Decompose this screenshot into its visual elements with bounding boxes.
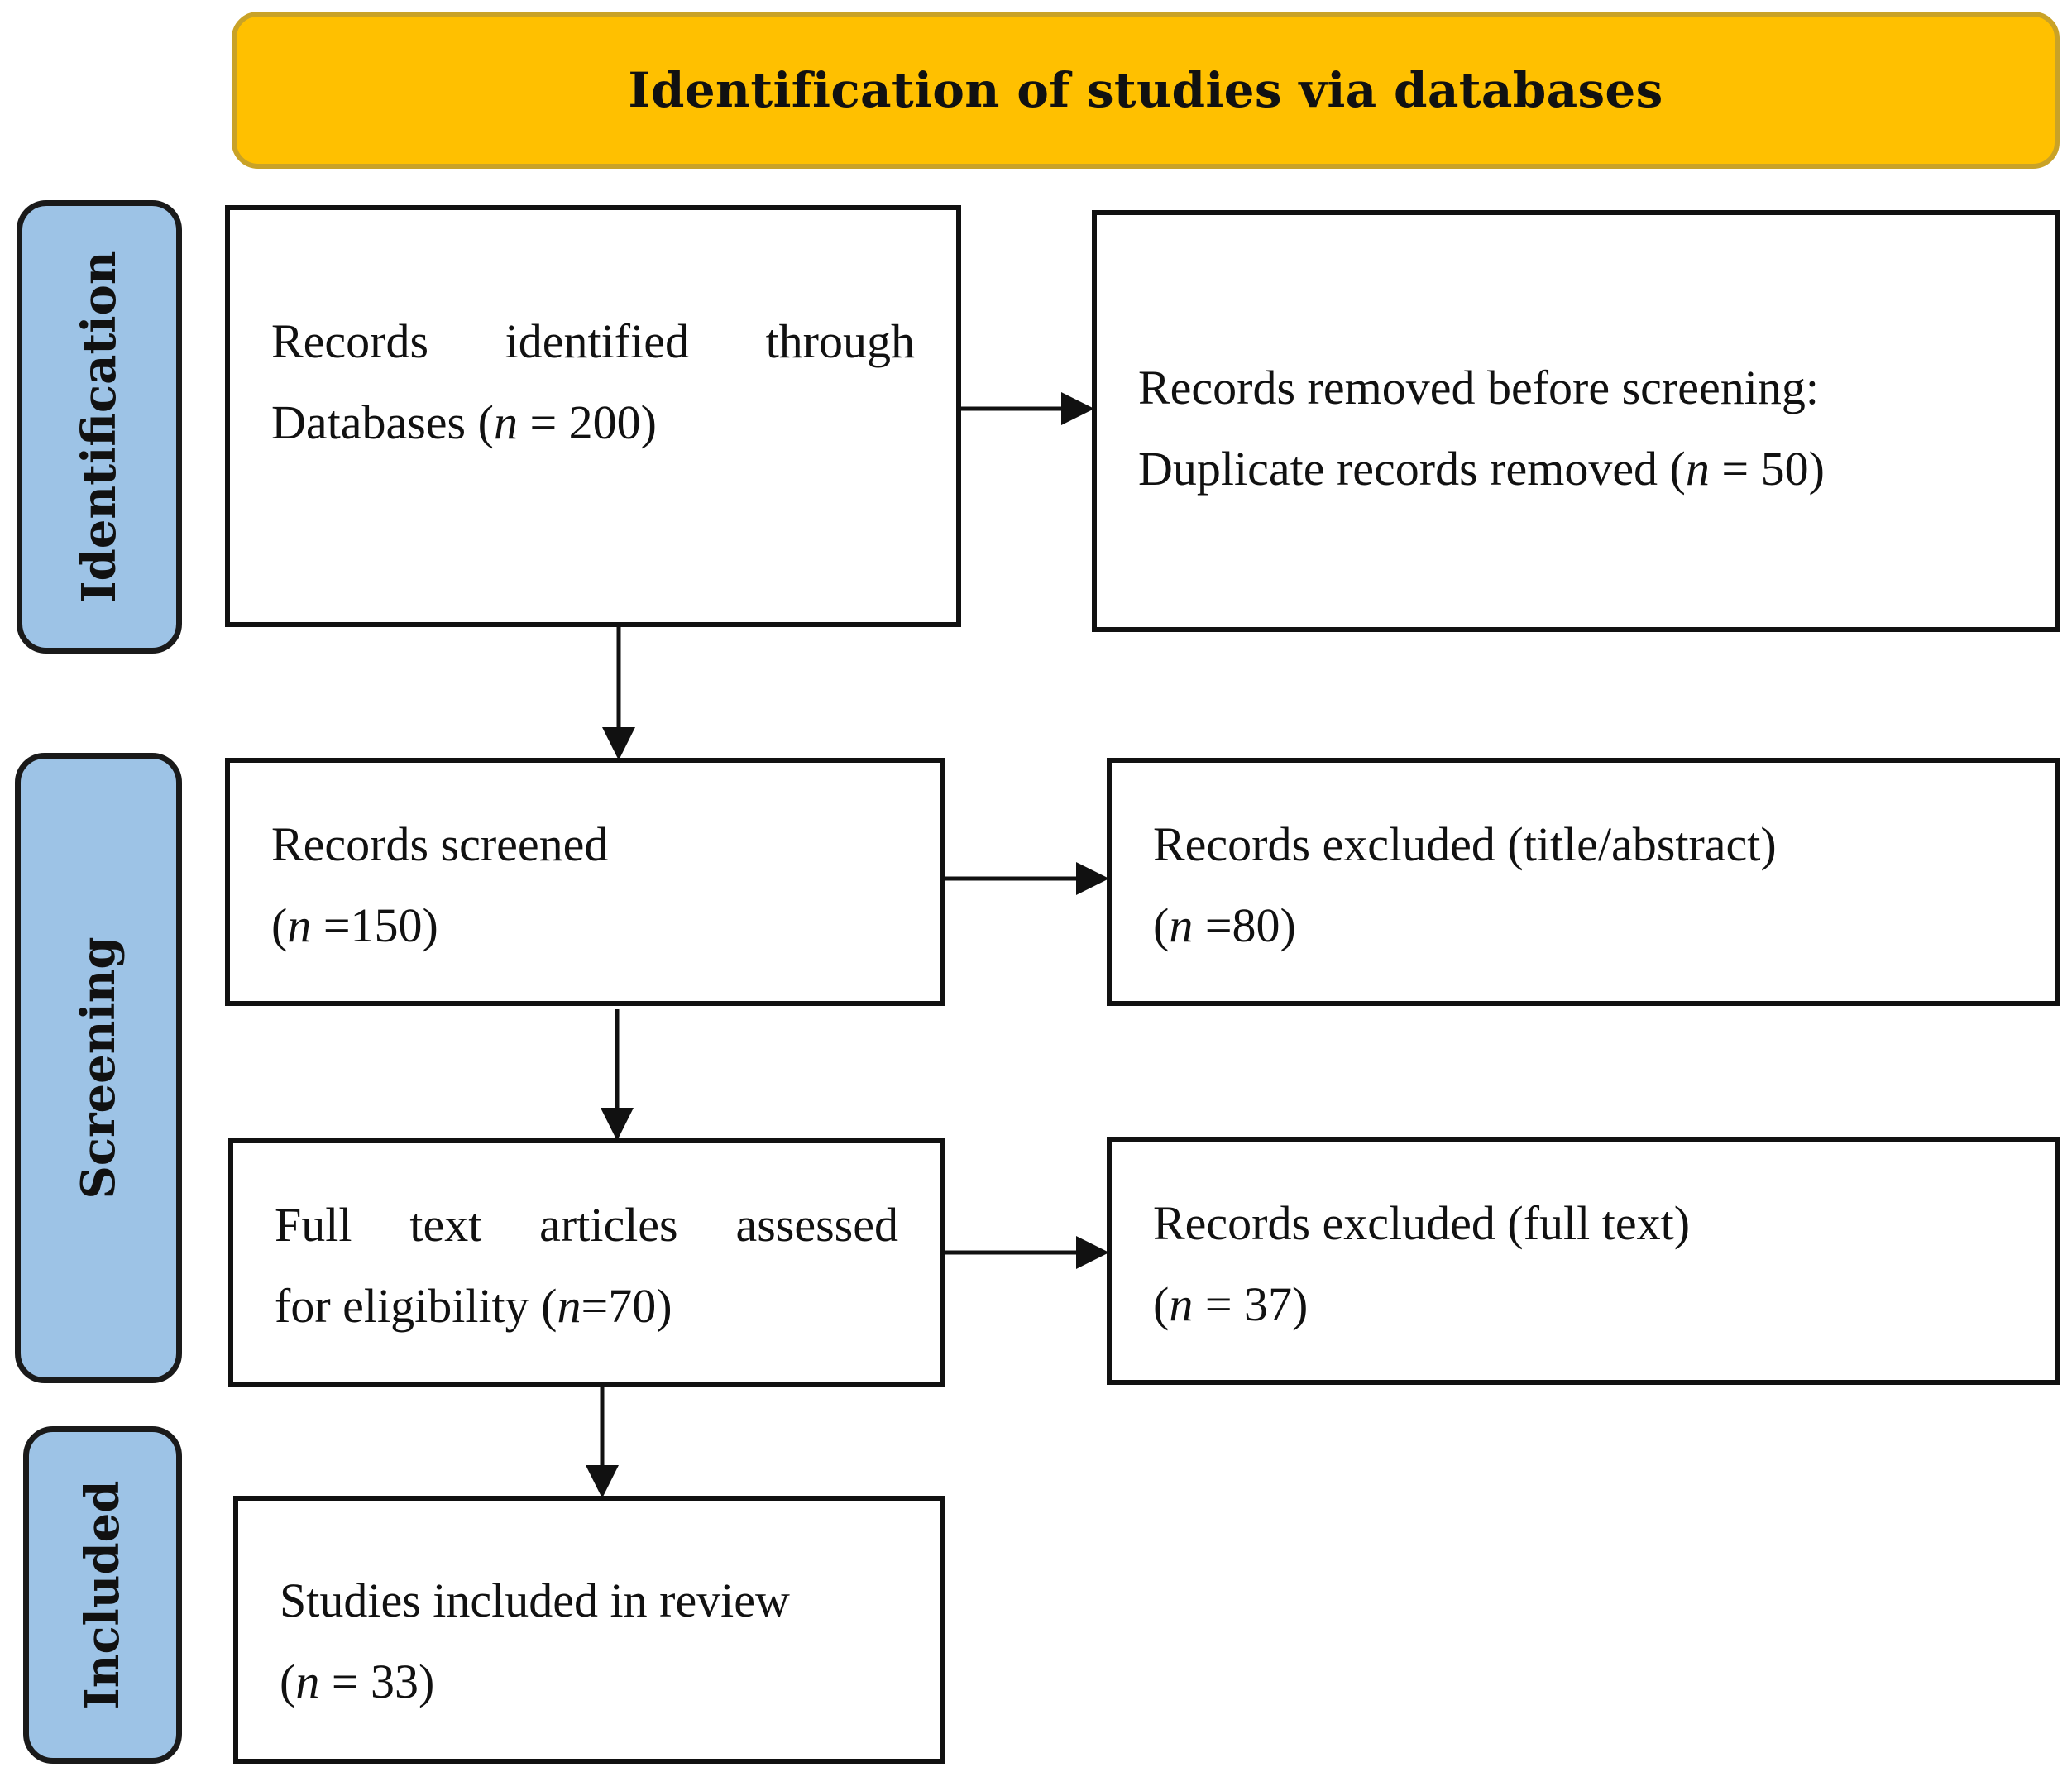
records-excluded-ft-line1: Records excluded (full text) — [1153, 1196, 1691, 1250]
records-identified-box: Records identified through Databases (n … — [225, 205, 961, 627]
records-screened-box: Records screened (n =150) — [225, 758, 945, 1006]
header-banner: Identification of studies via databases — [232, 12, 2060, 169]
full-text-line1: Full text articles assessed — [275, 1198, 898, 1252]
records-removed-line1: Records removed before screening: — [1138, 361, 1819, 414]
full-text-assessed-box: Full text articles assessed for eligibil… — [228, 1138, 945, 1387]
records-identified-line1: Records identified through — [271, 314, 915, 368]
studies-included-line2: (n = 33) — [280, 1655, 435, 1708]
records-removed-box: Records removed before screening: Duplic… — [1092, 210, 2060, 632]
studies-included-box: Studies included in review (n = 33) — [233, 1496, 945, 1764]
n-symbol: n — [295, 1655, 320, 1708]
records-screened-line2: (n =150) — [271, 898, 438, 952]
banner-title: Identification of studies via databases — [628, 62, 1663, 118]
records-excluded-ft-line2: (n = 37) — [1153, 1277, 1309, 1331]
n-symbol: n — [557, 1279, 581, 1333]
n-symbol: n — [1169, 898, 1194, 952]
n-symbol: n — [493, 395, 518, 449]
records-excluded-ta-line2: (n =80) — [1153, 898, 1296, 952]
records-removed-line2: Duplicate records removed (n = 50) — [1138, 442, 1825, 496]
phase-label-screening: Screening — [15, 753, 182, 1383]
n-symbol: n — [1169, 1277, 1194, 1331]
full-text-line2: for eligibility (n=70) — [275, 1279, 672, 1333]
studies-included-line1: Studies included in review — [280, 1573, 790, 1627]
phase-label-identification: Identification — [17, 200, 182, 654]
records-identified-line2: Databases (n = 200) — [271, 395, 657, 449]
phase-label-included: Included — [23, 1426, 182, 1764]
records-excluded-ta-line1: Records excluded (title/abstract) — [1153, 817, 1777, 871]
records-excluded-title-abstract-box: Records excluded (title/abstract) (n =80… — [1107, 758, 2060, 1006]
records-screened-line1: Records screened — [271, 817, 609, 871]
records-excluded-full-text-box: Records excluded (full text) (n = 37) — [1107, 1137, 2060, 1385]
n-symbol: n — [287, 898, 312, 952]
n-symbol: n — [1685, 442, 1710, 496]
